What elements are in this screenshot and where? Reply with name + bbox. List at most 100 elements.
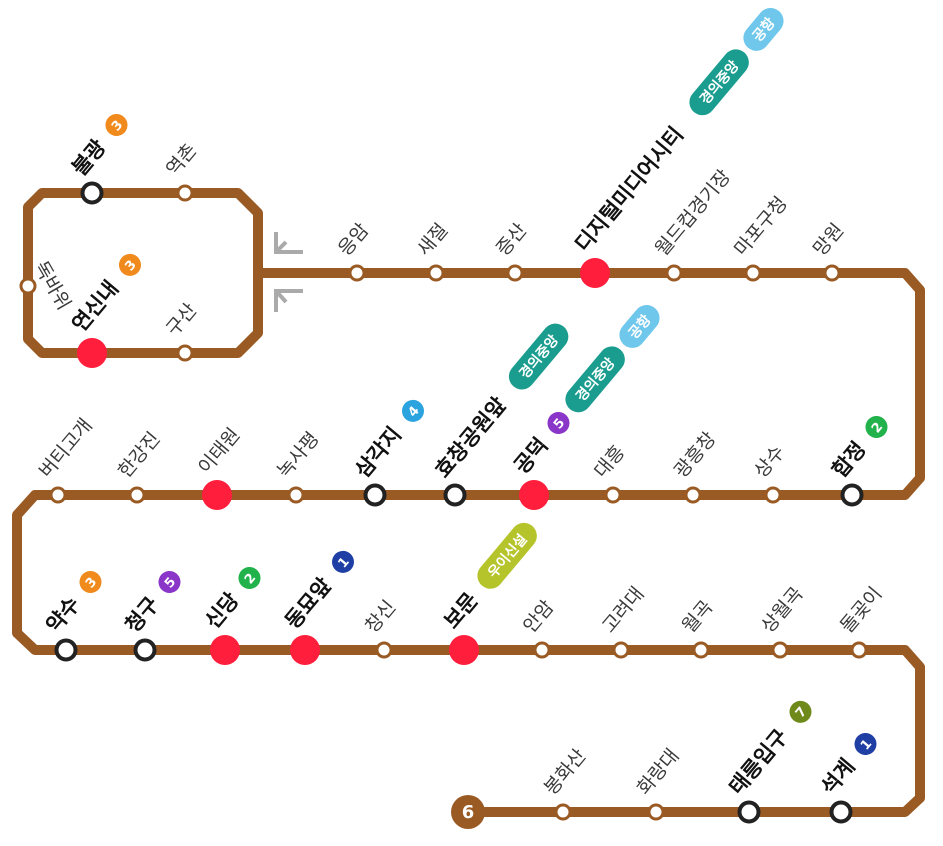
- transfer-marker[interactable]: [449, 635, 479, 665]
- station-name: 태릉입구: [724, 725, 792, 800]
- station-marker[interactable]: [771, 641, 789, 659]
- station-marker[interactable]: [375, 641, 393, 659]
- transfer-ring-marker[interactable]: [829, 800, 853, 824]
- transfer-marker[interactable]: [77, 338, 107, 368]
- transfer-pill: 경의중앙: [565, 346, 625, 413]
- transfer-badge: 1: [854, 733, 877, 756]
- station-name: 한강진: [114, 428, 165, 482]
- pill-background: [619, 305, 660, 348]
- transfer-ring-marker[interactable]: [54, 638, 78, 662]
- transfer-ring-marker[interactable]: [737, 800, 761, 824]
- transfer-pill: 경의중앙: [508, 323, 569, 390]
- transfer-badge: 1: [331, 550, 354, 573]
- station-label-group: 고려대: [598, 583, 649, 637]
- station-label-group: 화랑대: [633, 745, 684, 799]
- pill-background: [565, 346, 625, 413]
- station-marker[interactable]: [612, 641, 630, 659]
- station-name: 삼각지: [350, 422, 406, 482]
- station-name: 역촌: [162, 139, 201, 180]
- station-name: 버티고개: [35, 415, 97, 483]
- station-marker[interactable]: [49, 486, 67, 504]
- station-marker[interactable]: [128, 486, 146, 504]
- transfer-ring-marker[interactable]: [80, 181, 104, 205]
- badge-circle: [854, 733, 877, 756]
- station-marker[interactable]: [348, 264, 366, 282]
- loop-direction-sign-lower: [274, 289, 303, 312]
- station-marker[interactable]: [850, 641, 868, 659]
- station-label-group: 한강진: [114, 428, 165, 482]
- transfer-ring-marker[interactable]: [840, 483, 864, 507]
- transfer-badge: 5: [158, 571, 181, 594]
- station-marker[interactable]: [506, 264, 524, 282]
- transfer-marker[interactable]: [210, 635, 240, 665]
- loop-direction-sign-upper: [274, 232, 303, 254]
- station-name: 연신내: [67, 276, 123, 336]
- station-marker[interactable]: [665, 264, 683, 282]
- station-label-group: 불광3: [67, 114, 128, 180]
- station-name: 상수: [750, 441, 789, 482]
- station-marker[interactable]: [287, 486, 305, 504]
- station-label-group: 버티고개: [35, 415, 97, 483]
- station-name: 상월곡: [757, 583, 808, 637]
- station-name: 합정: [827, 437, 870, 482]
- transfer-pill: 공항: [743, 7, 784, 51]
- transfer-badge: 5: [547, 412, 570, 435]
- station-marker[interactable]: [533, 641, 551, 659]
- station-label-group: 신당2: [200, 567, 261, 633]
- station-name: 동묘앞: [280, 573, 336, 633]
- station-label-group: 창신: [361, 596, 400, 637]
- station-name: 광흥창: [670, 428, 721, 482]
- station-marker[interactable]: [684, 486, 702, 504]
- transfer-marker[interactable]: [290, 635, 320, 665]
- transfer-badge: 3: [105, 114, 128, 137]
- transfer-marker[interactable]: [202, 480, 232, 510]
- station-mapo_office[interactable]: 마포구청: [730, 193, 792, 282]
- station-label-group: 새절: [413, 219, 452, 260]
- transfer-pill: 우이신설: [477, 522, 537, 589]
- transfer-ring-marker[interactable]: [133, 638, 157, 662]
- transfer-badge: 2: [238, 567, 261, 590]
- pill-background: [477, 522, 537, 589]
- transfer-marker[interactable]: [519, 480, 549, 510]
- station-marker[interactable]: [19, 277, 37, 295]
- station-name: 응암: [334, 219, 373, 260]
- station-label-group: 구산: [162, 299, 201, 340]
- station-name: 봉화산: [540, 745, 591, 799]
- station-marker[interactable]: [554, 803, 572, 821]
- station-marker[interactable]: [647, 803, 665, 821]
- station-name: 청구: [120, 592, 163, 637]
- transfer-marker[interactable]: [580, 258, 610, 288]
- station-label-group: 안암: [519, 596, 558, 637]
- station-marker[interactable]: [692, 641, 710, 659]
- pill-background: [508, 323, 569, 390]
- station-label-group: 청구5: [120, 571, 181, 637]
- station-marker[interactable]: [604, 486, 622, 504]
- station-marker[interactable]: [427, 264, 445, 282]
- station-marker[interactable]: [744, 264, 762, 282]
- transfer-badge: 2: [865, 416, 888, 439]
- transfer-ring-marker[interactable]: [363, 483, 387, 507]
- badge-circle: [401, 399, 424, 422]
- station-name: 증산: [492, 219, 531, 260]
- badge-circle: [105, 114, 128, 137]
- transfer-ring-marker[interactable]: [443, 483, 467, 507]
- station-beotigogae[interactable]: 버티고개: [35, 415, 97, 504]
- station-marker[interactable]: [823, 264, 841, 282]
- station-marker[interactable]: [764, 486, 782, 504]
- station-marker[interactable]: [176, 184, 194, 202]
- transfer-badge: 4: [401, 399, 424, 422]
- station-worldcup[interactable]: 월드컵경기장: [651, 166, 735, 282]
- station-marker[interactable]: [176, 344, 194, 362]
- line-number-badge: 6: [451, 795, 485, 829]
- station-label-group: 상수: [750, 441, 789, 482]
- station-label-group: 역촌: [162, 139, 201, 180]
